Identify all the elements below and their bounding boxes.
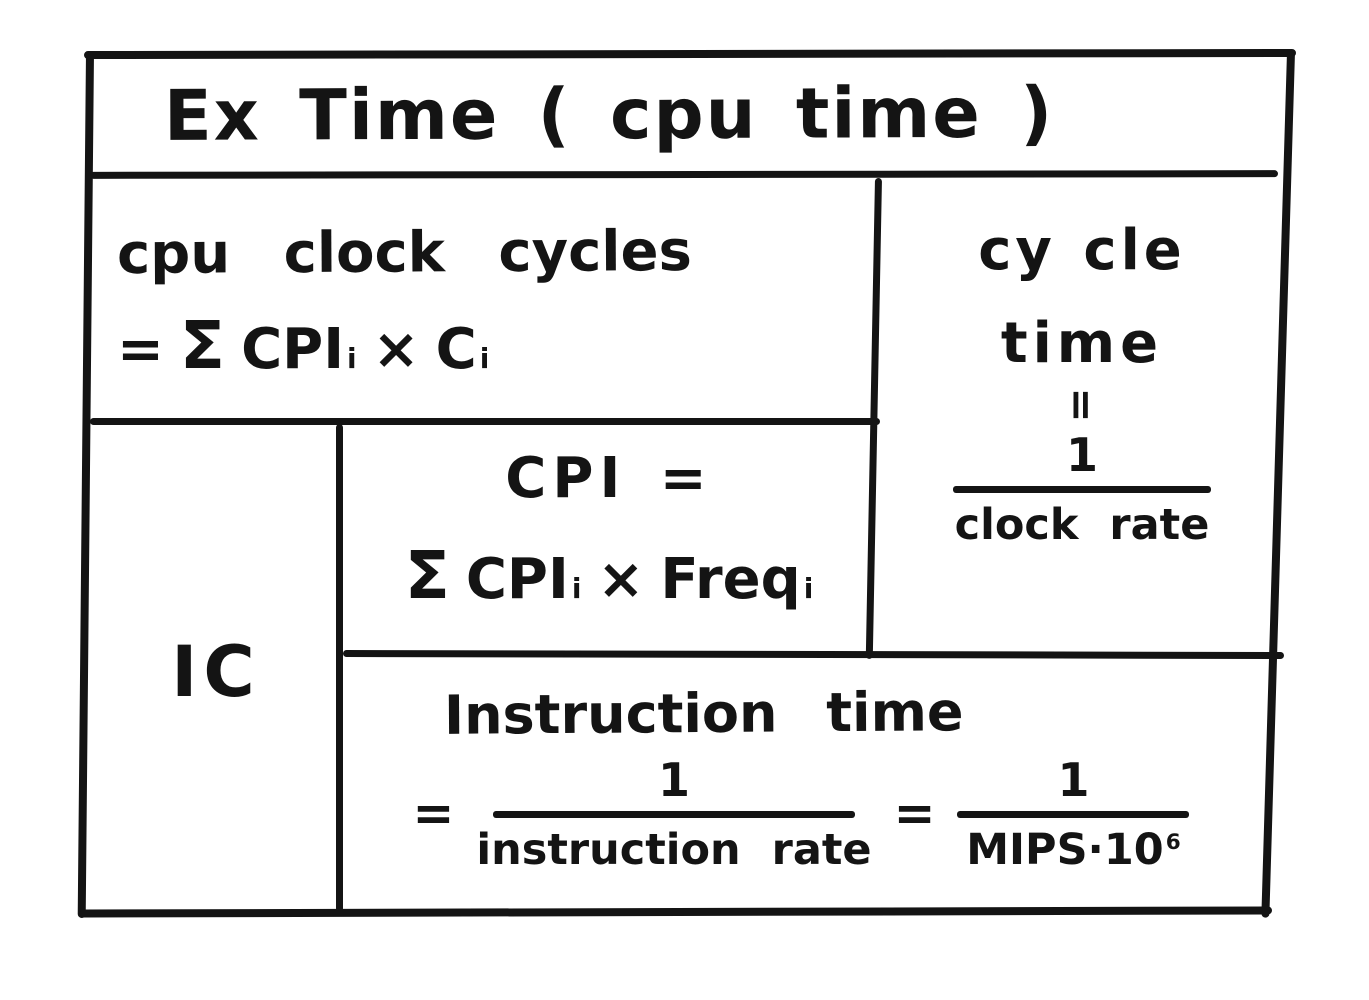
fraction-denominator: MIPS·106: [966, 818, 1180, 875]
instruction-rate-fraction: 1 instruction rate: [476, 757, 871, 875]
fraction-bar: [953, 486, 1211, 493]
fraction-numerator: 1: [657, 753, 690, 807]
cycle-time-cell: cy cle time = 1 clock rate: [885, 186, 1279, 646]
cycle-time-word1: cy cle: [978, 218, 1186, 283]
times-sign: ×: [372, 317, 420, 382]
ic-label: IC: [171, 631, 261, 713]
title-divider-line: [89, 170, 1279, 179]
mips-base: MIPS·10: [966, 825, 1164, 875]
cpu-cycles-bottom-divider-line: [90, 418, 880, 425]
vertical-equals-sign: =: [1057, 387, 1107, 423]
instruction-time-formula: = 1 instruction rate = 1 MIPS·106: [350, 751, 1282, 875]
cpi-term-base: CPI: [241, 317, 345, 382]
fraction-numerator: 1: [1065, 428, 1098, 482]
instruction-time-heading: Instruction time: [443, 680, 964, 747]
outer-border-left: [77, 51, 94, 918]
ic-cell: IC: [98, 428, 334, 906]
equals-sign: =: [117, 317, 164, 382]
fraction-bar: [957, 811, 1190, 818]
ic-right-divider-line: [336, 424, 343, 912]
mips-fraction: 1 MIPS·106: [957, 753, 1190, 875]
instruction-time-cell: Instruction time = 1 instruction rate = …: [350, 660, 1282, 904]
fraction-numerator: 1: [1057, 753, 1090, 807]
fraction-bar: [492, 811, 855, 818]
fraction-denominator: clock rate: [954, 500, 1210, 550]
sigma-symbol: Σ: [179, 307, 226, 384]
fraction-denominator: instruction rate: [476, 825, 872, 875]
equals-sign: =: [412, 784, 455, 843]
exponent-6: 6: [1165, 829, 1181, 855]
title-cell: Ex Time ( cpu time ): [91, 56, 1277, 172]
c-term-base: C: [435, 317, 477, 382]
cpi-heading: CPI =: [505, 446, 713, 511]
cycle-time-word2: time: [1000, 311, 1164, 376]
instruction-top-divider-line: [342, 650, 1285, 659]
diagram-title: Ex Time ( cpu time ): [163, 71, 1055, 157]
clock-rate-fraction: 1 clock rate: [953, 432, 1211, 550]
cpi-term-base: CPI: [465, 547, 569, 612]
cpu-clock-cycles-heading: cpu clock cycles: [116, 218, 693, 287]
times-sign: ×: [597, 547, 645, 612]
equals-sign: =: [893, 784, 936, 843]
freq-term-base: Freq: [660, 547, 801, 612]
sigma-symbol: Σ: [404, 537, 450, 614]
outer-border-bottom: [79, 906, 1273, 918]
